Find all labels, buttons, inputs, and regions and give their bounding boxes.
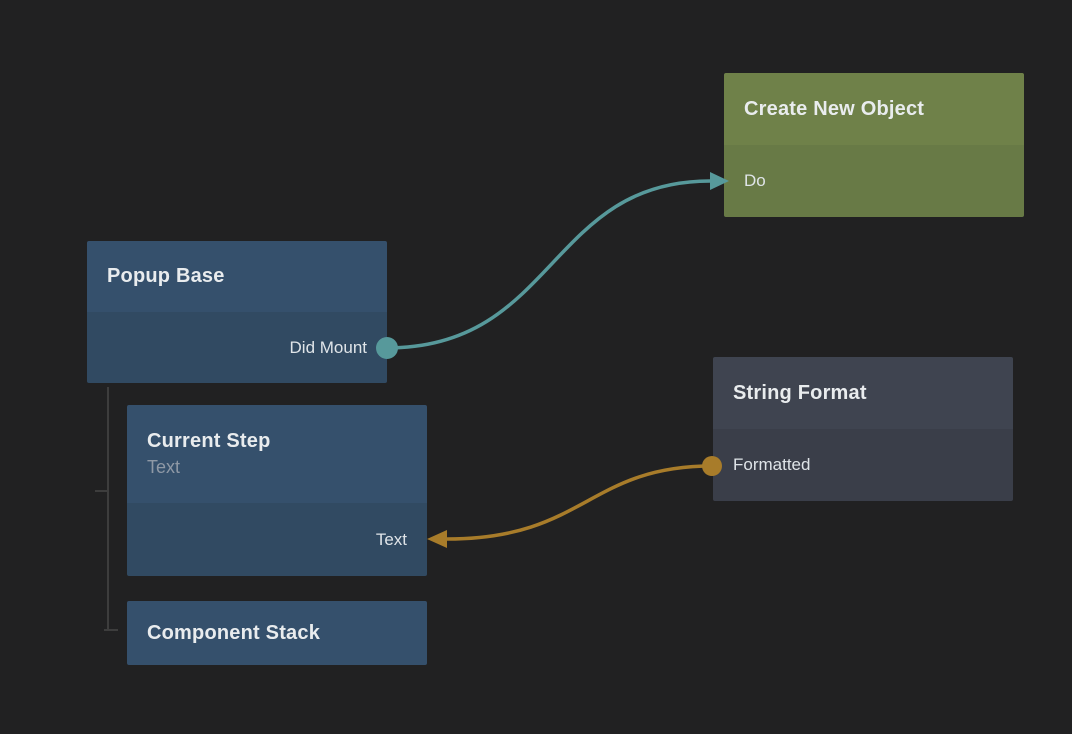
wire-formatted-to-text[interactable]: [445, 464, 714, 541]
port-label-do: Do: [744, 171, 766, 190]
node-create-new-object[interactable]: Create New Object Do: [724, 73, 1024, 217]
node-popup-base[interactable]: Popup Base Did Mount: [87, 241, 387, 383]
node-title: Current Step: [147, 430, 271, 452]
hierarchy-lines: [95, 387, 118, 631]
node-create-new-object-body[interactable]: Do: [724, 145, 1024, 217]
node-title: Component Stack: [147, 621, 321, 644]
node-current-step-header[interactable]: Current Step Text: [127, 405, 427, 503]
node-popup-base-body[interactable]: Did Mount: [87, 312, 387, 383]
node-title: Popup Base: [107, 265, 225, 287]
port-label-text: Text: [375, 529, 407, 549]
node-component-stack[interactable]: Component Stack: [127, 601, 427, 665]
node-string-format-body[interactable]: Formatted: [713, 429, 1013, 501]
node-component-stack-header[interactable]: Component Stack: [127, 601, 427, 665]
node-create-new-object-header[interactable]: Create New Object: [724, 73, 1024, 145]
node-subtitle: Text: [147, 457, 181, 477]
node-current-step[interactable]: Current Step Text Text: [127, 405, 427, 576]
node-popup-base-header[interactable]: Popup Base: [87, 241, 387, 312]
port-label-did-mount: Did Mount: [289, 337, 367, 357]
node-title: String Format: [733, 381, 867, 404]
node-current-step-body[interactable]: Text: [127, 503, 427, 576]
arrowhead-icon: [427, 530, 447, 548]
node-title: Create New Object: [744, 97, 925, 120]
wire-did-mount-to-do[interactable]: [385, 179, 712, 350]
port-label-formatted: Formatted: [733, 455, 811, 474]
node-string-format[interactable]: String Format Formatted: [713, 357, 1013, 501]
node-string-format-header[interactable]: String Format: [713, 357, 1013, 429]
